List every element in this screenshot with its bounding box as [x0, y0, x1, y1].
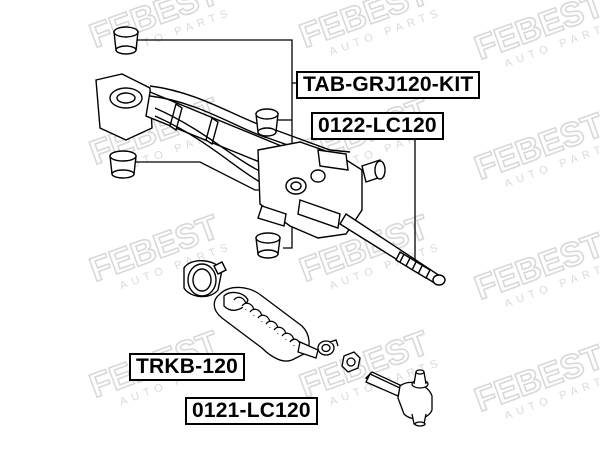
valve-housing-detail — [297, 199, 341, 229]
mount-bushing-lower-left — [109, 150, 137, 179]
mount-bushing-lower-right — [255, 232, 281, 259]
small-boot-clamp — [317, 339, 339, 356]
jam-nut — [341, 351, 361, 373]
left-mount-bore-inner — [116, 92, 136, 104]
valve-housing-detail — [317, 149, 349, 171]
rack-boot-bellows — [213, 286, 319, 362]
tie-rod-end — [364, 369, 433, 427]
hydraulic-pipe — [149, 95, 351, 163]
pinion-end — [374, 160, 386, 180]
boot-clamp-ring — [183, 260, 227, 298]
rack-end-thread — [395, 251, 431, 279]
rack-end-ball — [432, 274, 446, 286]
valve-port-inner — [290, 181, 302, 191]
callout-rack-end: 0122-LC120 — [311, 112, 444, 140]
rack-tube-band — [169, 102, 183, 132]
steering-rack-housing — [95, 73, 446, 286]
lower-flange — [257, 205, 287, 227]
mount-bushing-top — [113, 26, 139, 55]
callout-mount-bushing-kit: TAB-GRJ120-KIT — [296, 71, 481, 99]
hydraulic-pipe — [154, 115, 301, 187]
valve-port — [310, 169, 326, 183]
callout-tie-rod-end: 0121-LC120 — [185, 397, 318, 425]
callout-rack-boot: TRKB-120 — [129, 353, 245, 381]
mount-bushing-mid — [255, 108, 279, 137]
